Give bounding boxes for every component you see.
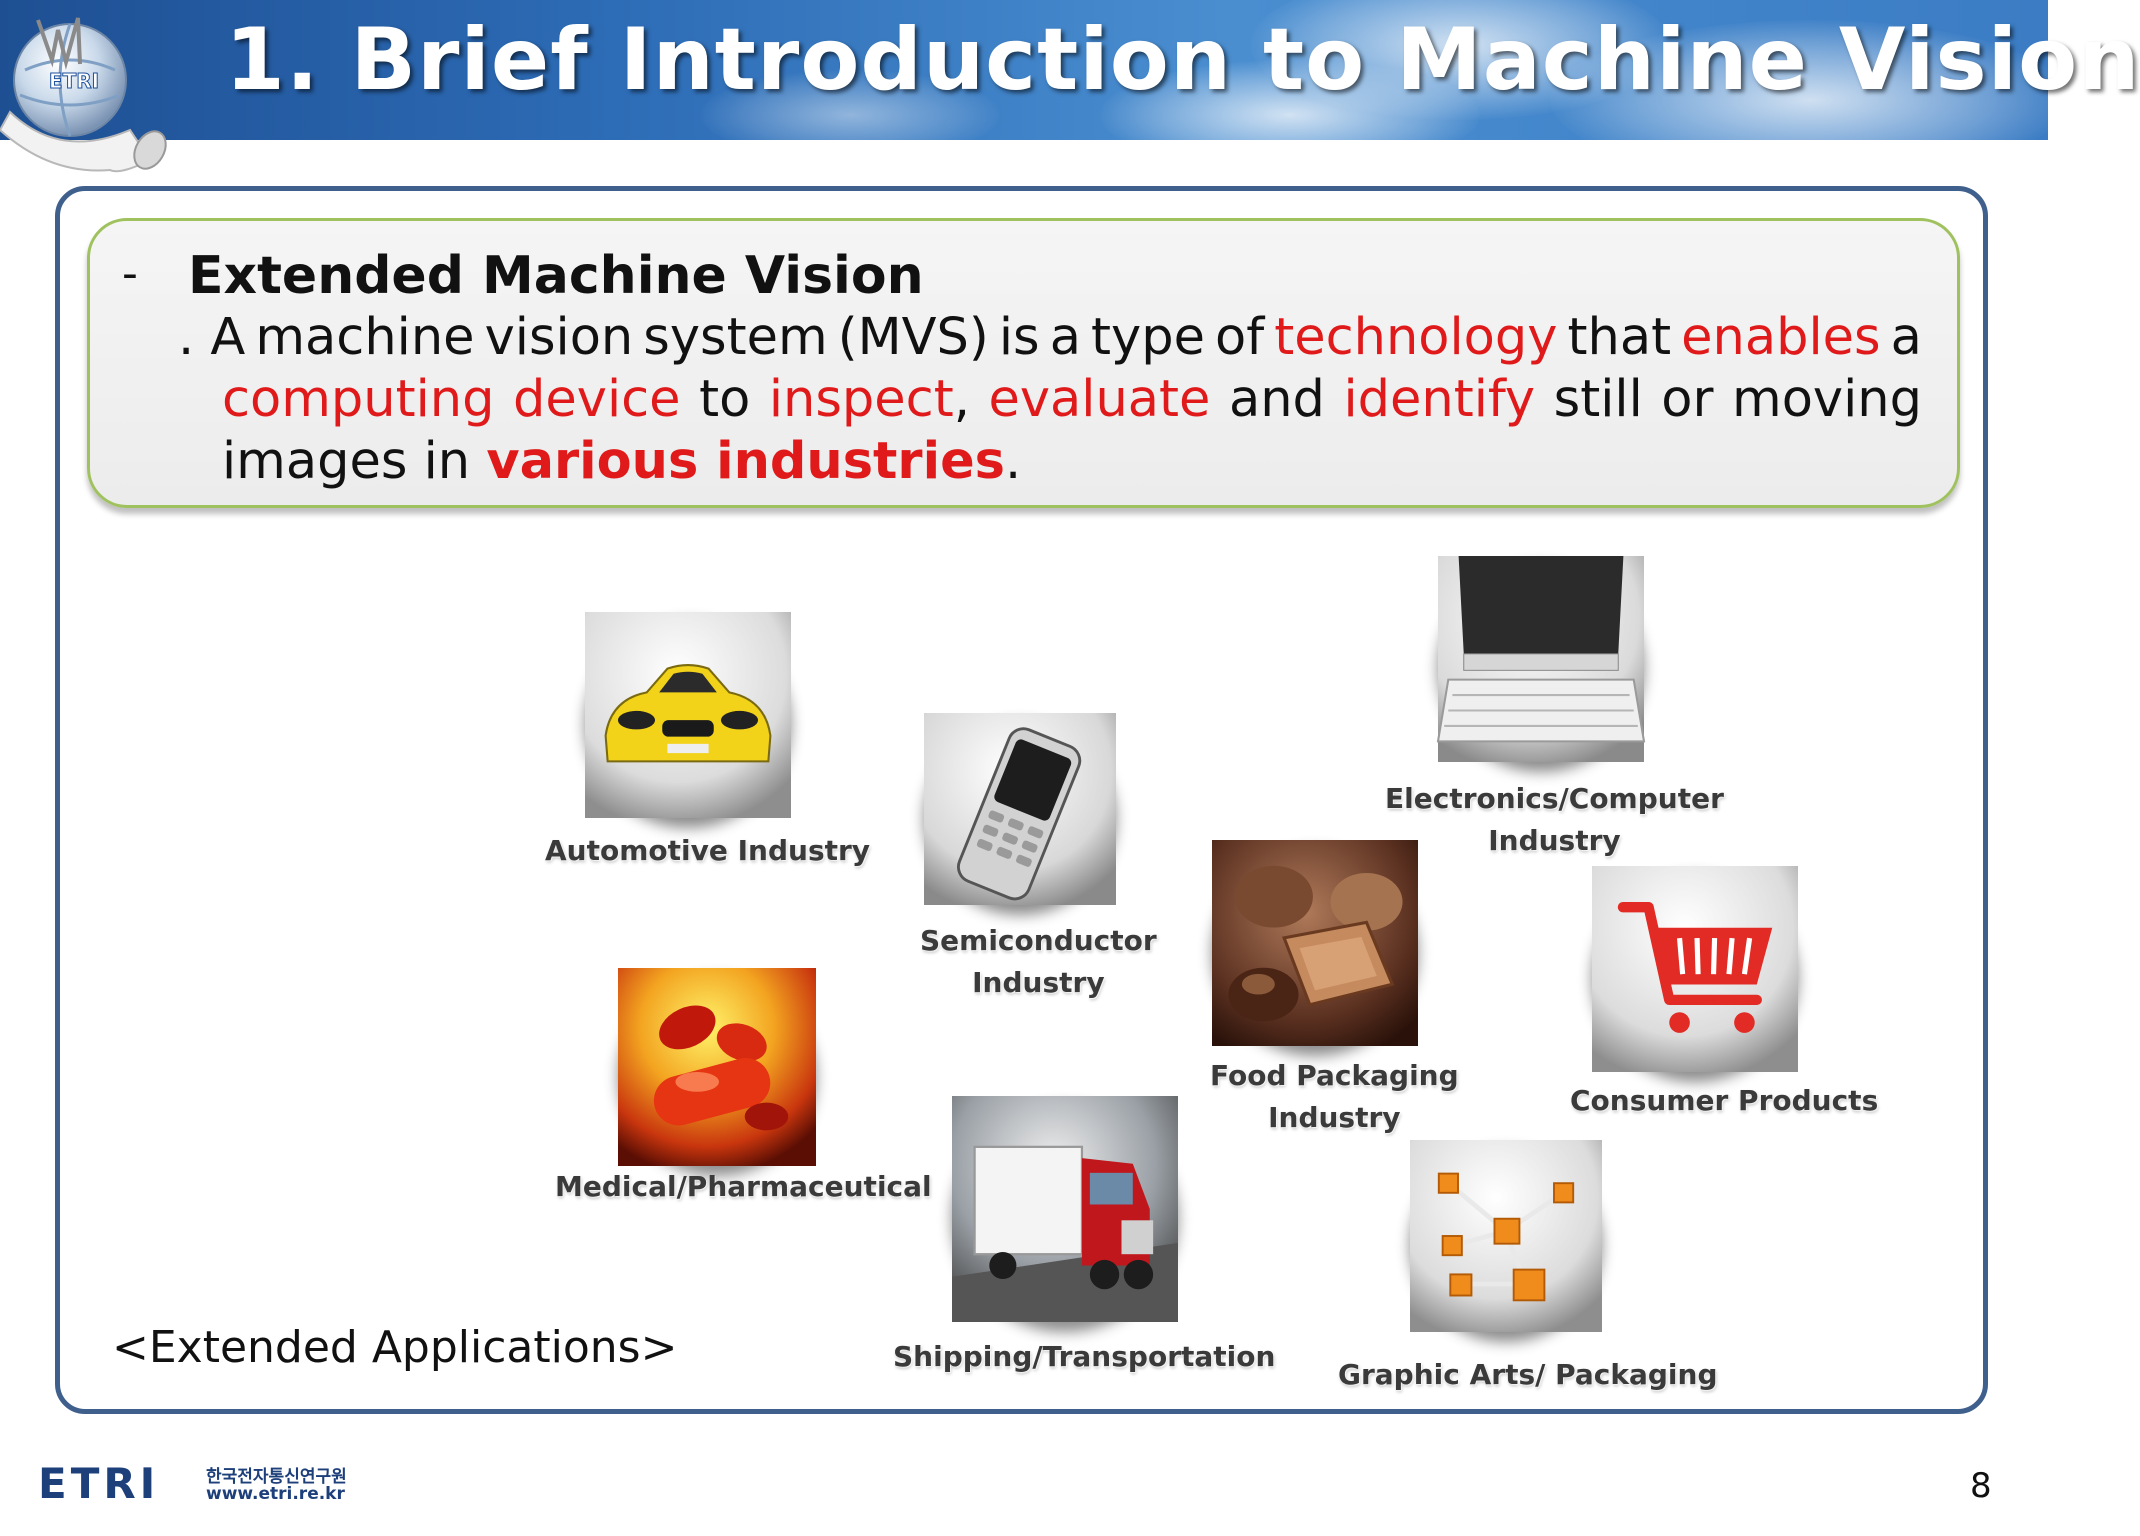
footer-logo-text: ETRI	[38, 1459, 159, 1508]
callout-heading: Extended Machine Vision	[188, 246, 924, 306]
definition-word: and	[1228, 370, 1325, 429]
industry-label-line: Semiconductor	[920, 924, 1157, 957]
definition-word: vision	[484, 308, 634, 367]
definition-word: of	[1215, 308, 1265, 367]
definition-word: a	[1890, 308, 1922, 367]
definition-word: . A	[178, 308, 246, 367]
definition-word: still	[1553, 370, 1643, 429]
punctuation: ,	[953, 370, 970, 429]
definition-word: to	[699, 370, 751, 429]
industry-label-line: Industry	[1268, 1101, 1401, 1134]
definition-word: that	[1567, 308, 1672, 367]
automotive-bubble	[585, 612, 791, 818]
definition-word: machine	[255, 308, 475, 367]
definition-word: moving	[1732, 370, 1922, 429]
consumer-bubble	[1592, 866, 1798, 1072]
definition-word: images in	[222, 432, 487, 491]
bullet-dash: -	[122, 248, 138, 299]
etri-footer-logo: ETRI	[38, 1459, 159, 1508]
definition-word: technology	[1274, 308, 1558, 367]
car-icon	[585, 612, 791, 818]
definition-word: (MVS)	[837, 308, 989, 367]
industry-label-line: Electronics/Computer	[1385, 782, 1724, 815]
definition-word: evaluate	[988, 370, 1211, 429]
medical-bubble	[618, 968, 816, 1166]
pills-icon	[618, 968, 816, 1166]
definition-word: type	[1091, 308, 1205, 367]
slide-title: 1. Brief Introduction to Machine Vision	[225, 10, 2140, 110]
consumer-label: Consumer Products	[1570, 1080, 1878, 1122]
footer-korean-name: 한국전자통신연구원	[206, 1467, 347, 1487]
definition-word: enables	[1681, 308, 1881, 367]
mobile-phone-icon	[924, 713, 1116, 905]
definition-word-group: inspect,	[769, 369, 970, 431]
truck-icon	[952, 1096, 1178, 1322]
medical-label: Medical/Pharmaceutical	[555, 1166, 932, 1208]
industry-label-line: Food Packaging	[1210, 1059, 1459, 1092]
industry-label-line: Consumer Products	[1570, 1084, 1879, 1117]
figure-caption: <Extended Applications>	[112, 1322, 678, 1373]
definition-word: various industries	[486, 432, 1006, 491]
definition-word: a	[1049, 308, 1081, 367]
definition-word: inspect	[768, 370, 954, 429]
food-bubble	[1212, 840, 1418, 1046]
semiconductor-bubble	[924, 713, 1116, 905]
definition-word: system	[643, 308, 828, 367]
electronics-bubble	[1436, 556, 1646, 762]
definition-word: identify	[1343, 370, 1536, 429]
definition-callout	[87, 218, 1960, 508]
globe-logo-text: ETRI	[49, 69, 99, 93]
automotive-label: Automotive Industry	[545, 830, 870, 872]
title-banner: 1. Brief Introduction to Machine Vision	[0, 0, 2139, 180]
definition-word: is	[998, 308, 1040, 367]
definition-word: .	[1005, 432, 1022, 491]
graphic-bubble	[1410, 1140, 1602, 1332]
industry-label-line: Graphic Arts/ Packaging	[1338, 1358, 1718, 1391]
definition-word: or	[1661, 370, 1714, 429]
graphic-label: Graphic Arts/ Packaging	[1338, 1354, 1718, 1396]
chocolates-icon	[1212, 840, 1418, 1046]
industry-label-line: Industry	[1488, 824, 1621, 857]
footer-url: www.etri.re.kr	[206, 1484, 345, 1504]
industry-label-line: Automotive Industry	[545, 834, 871, 867]
definition-line-3: images in various industries.	[222, 431, 1021, 493]
computer-icon	[1436, 556, 1646, 762]
etri-globe-logo: ETRI	[0, 17, 167, 173]
industry-label-line: Medical/Pharmaceutical	[555, 1170, 932, 1203]
shipping-label: Shipping/Transportation	[893, 1336, 1275, 1378]
shipping-bubble	[952, 1096, 1178, 1322]
industry-label-line: Shipping/Transportation	[893, 1340, 1276, 1373]
definition-word: device	[513, 370, 681, 429]
network-boxes-icon	[1410, 1140, 1602, 1332]
shopping-cart-icon	[1592, 866, 1798, 1072]
definition-word: computing	[222, 370, 495, 429]
industry-label-line: Industry	[972, 966, 1105, 999]
page-number: 8	[1970, 1466, 1992, 1506]
